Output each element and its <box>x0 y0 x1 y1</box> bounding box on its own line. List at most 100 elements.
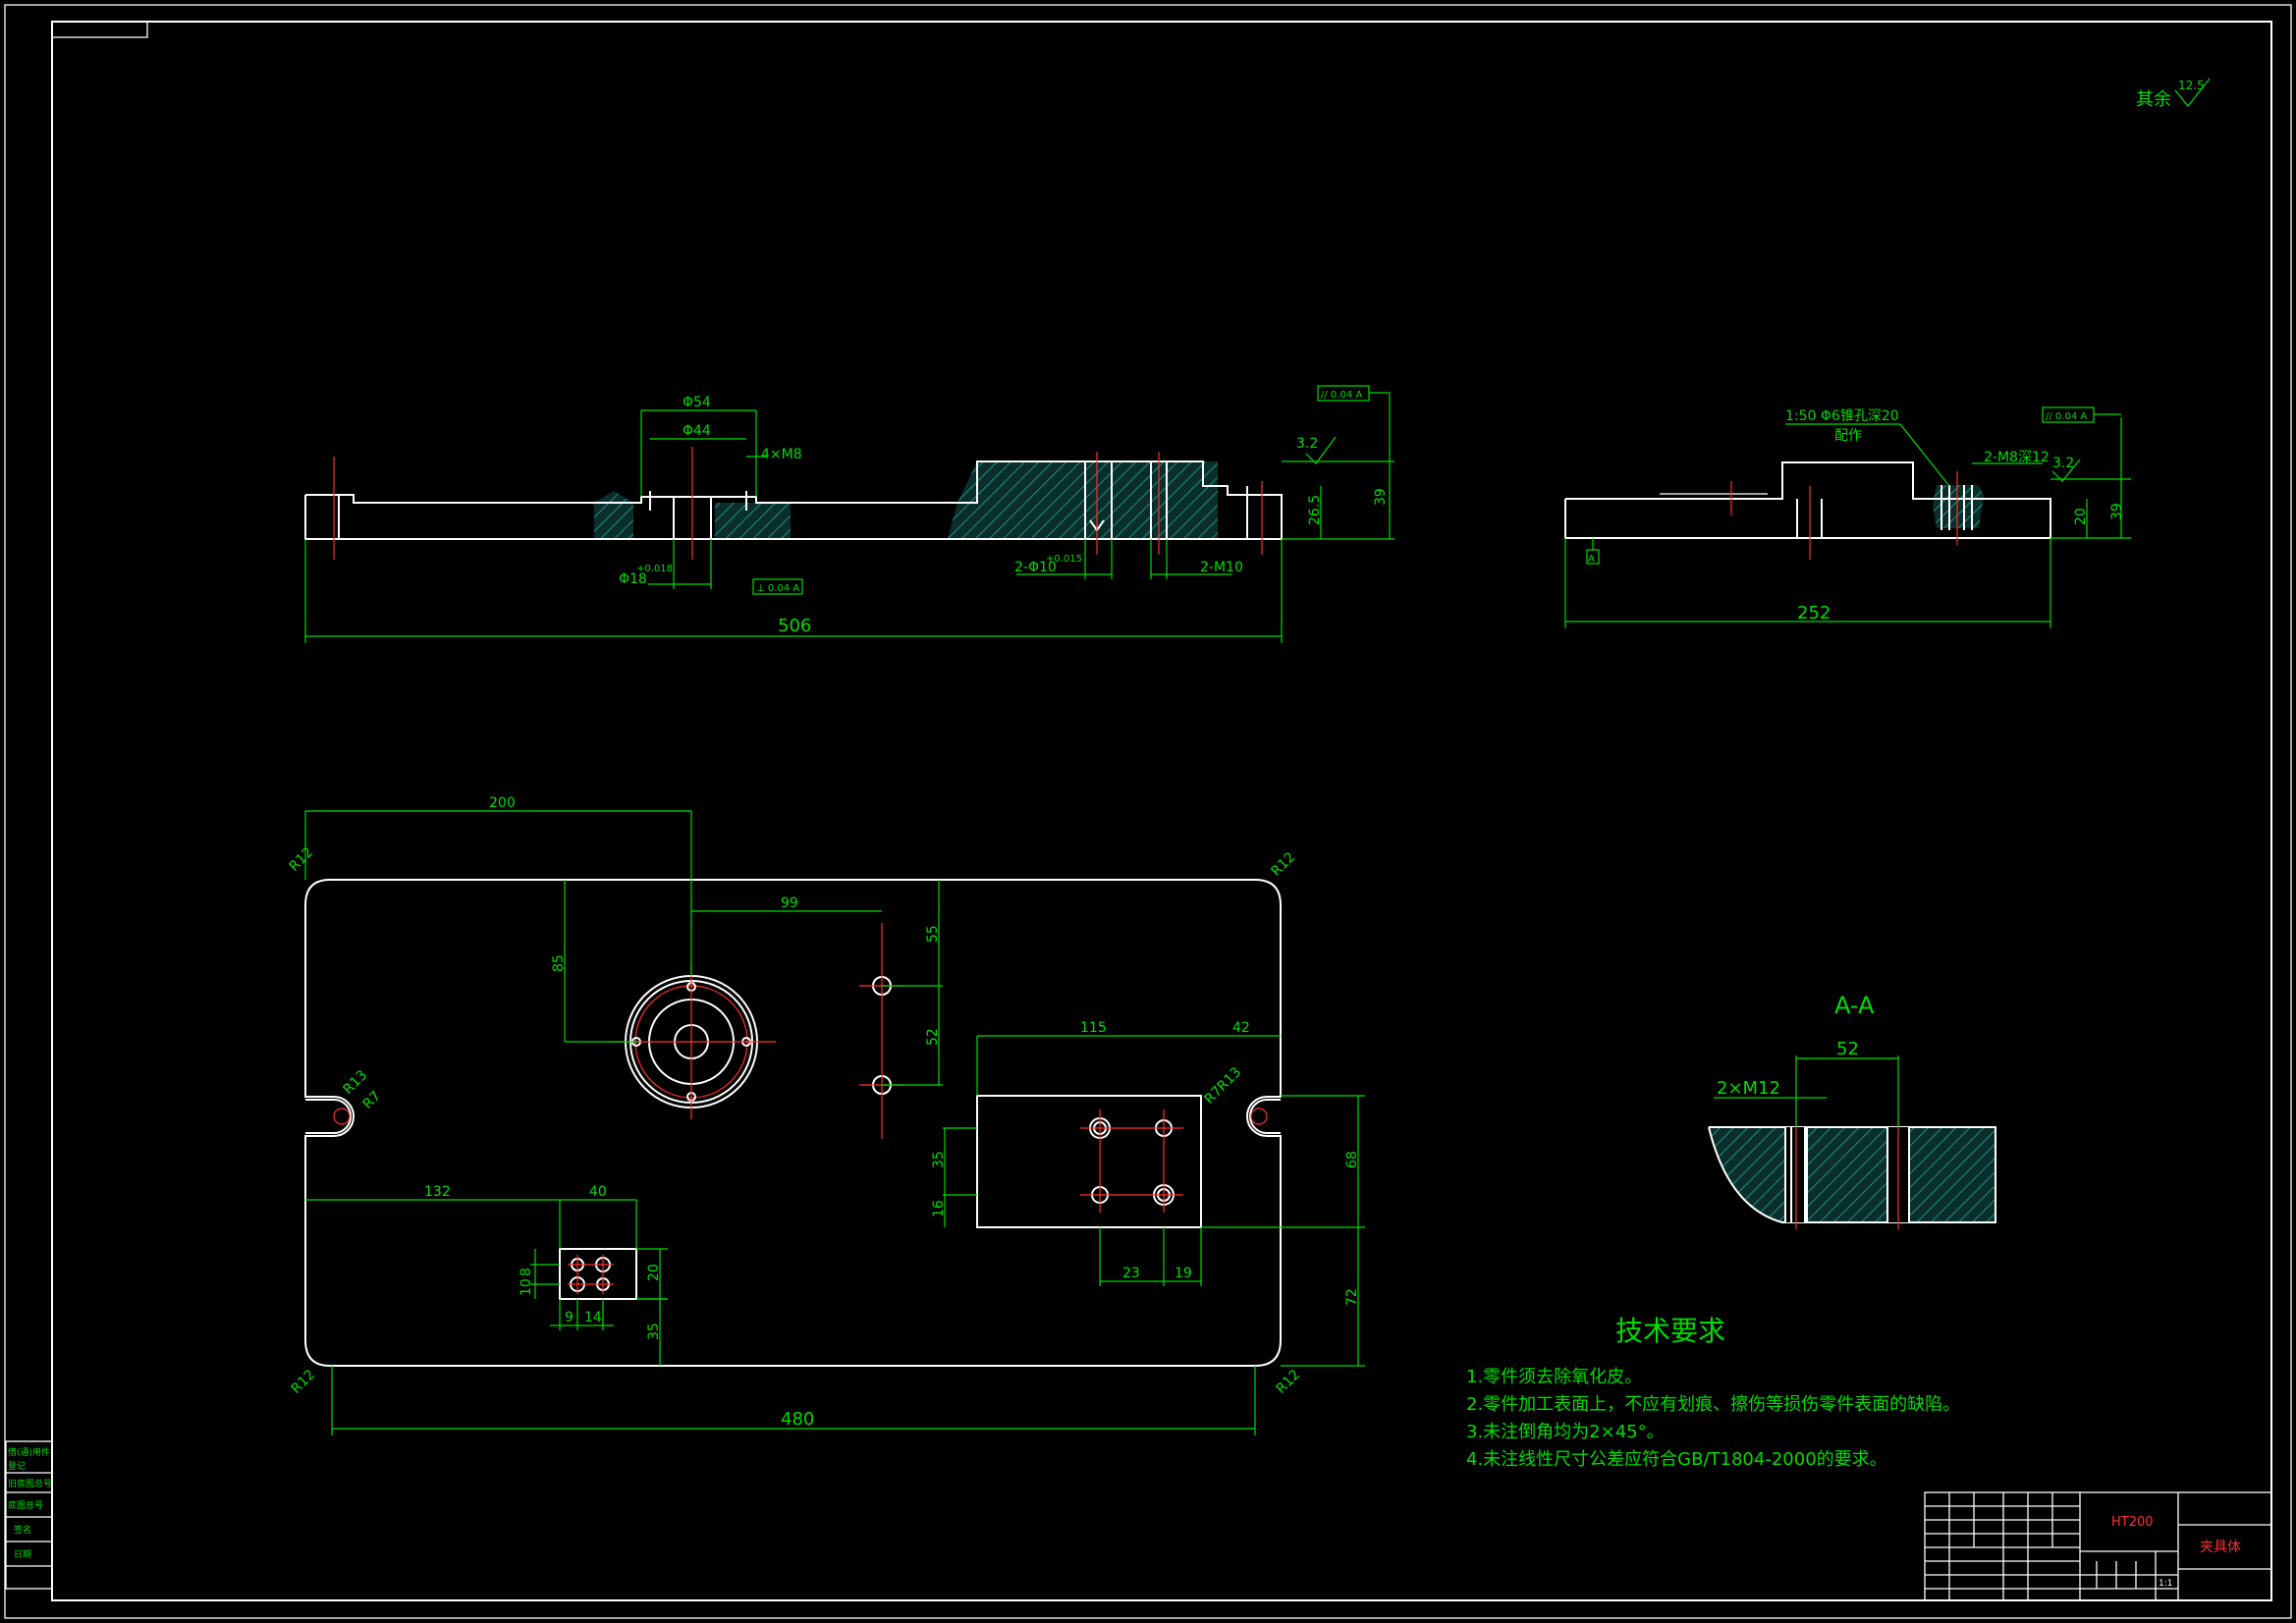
dim-40: 40 <box>589 1184 607 1200</box>
front-outline <box>304 460 1283 540</box>
dim-phi44: Φ44 <box>683 423 711 439</box>
dim-10: 10 <box>519 1278 534 1296</box>
top-view: 200 99 85 55 52 115 42 35 16 68 72 23 19 <box>287 795 1365 1435</box>
side-table-cell-1: 借(通)用件 <box>8 1446 50 1458</box>
left-slot-inner <box>305 1099 352 1134</box>
radius-bl: R12 <box>289 1367 319 1397</box>
radius-r7-left: R7 <box>360 1088 384 1111</box>
dim-99: 99 <box>781 895 798 911</box>
dim-52: 52 <box>925 1028 941 1046</box>
radius-tl: R12 <box>287 844 317 875</box>
title-scale: 1:1 <box>2159 1579 2172 1589</box>
tech-req-item-2: 2.零件加工表面上，不应有划痕、擦伤等损伤零件表面的缺陷。 <box>1466 1394 1960 1415</box>
front-view: 506 Φ54 Φ44 4×M8 Φ18 +0.018 ⊥ 0.04 A 2-Φ… <box>304 385 1394 643</box>
datum-a-label: A <box>1588 554 1595 565</box>
section-dim-thread: 2×M12 <box>1717 1078 1780 1099</box>
dim-9: 9 <box>565 1310 574 1325</box>
dim-14: 14 <box>584 1310 602 1325</box>
section-dim-52: 52 <box>1836 1039 1859 1059</box>
tol-frame-parallel-text: // 0.04 A <box>1321 390 1362 401</box>
dim-phi54: Φ54 <box>683 395 711 410</box>
dim-35: 35 <box>931 1151 947 1168</box>
side-roughness-value: 3.2 <box>2052 456 2074 471</box>
tech-req-item-1: 1.零件须去除氧化皮。 <box>1466 1367 1642 1387</box>
front-roughness-value: 3.2 <box>1296 436 1318 452</box>
dim-19: 19 <box>1175 1266 1192 1281</box>
dim-bore-tol: +0.018 <box>636 564 673 574</box>
surface-finish-value: 12.5 <box>2178 79 2205 92</box>
front-roughness-symbol <box>1305 436 1337 464</box>
side-table-cell-3: 旧底图总号 <box>8 1478 52 1489</box>
dim-4xm8: 4×M8 <box>761 447 802 462</box>
right-slot-inner <box>1249 1099 1281 1134</box>
side-view: 252 1:50 Φ6锥孔深20 配作 2-M8深12 39 20 3.2 //… <box>1564 406 2131 628</box>
dim-55: 55 <box>925 925 941 943</box>
side-note-taper: 1:50 Φ6锥孔深20 <box>1785 408 1899 424</box>
side-hatch <box>1933 485 1984 528</box>
dim-68: 68 <box>1344 1151 1360 1168</box>
roughness-symbol <box>2174 78 2211 107</box>
side-tol-frame-text: // 0.04 A <box>2046 411 2087 422</box>
title-block: HT200 夹具体 1:1 <box>1924 1491 2272 1601</box>
pad-rect <box>976 1095 1202 1228</box>
radius-tr: R12 <box>1269 849 1299 880</box>
dim-200: 200 <box>489 795 516 811</box>
tech-req-item-3: 3.未注倒角均为2×45°。 <box>1466 1422 1665 1442</box>
dim-side-252: 252 <box>1797 603 1831 623</box>
dim-132: 132 <box>424 1184 451 1200</box>
front-hatch-left <box>594 491 791 538</box>
side-outline <box>1564 461 2051 539</box>
dim-72: 72 <box>1344 1288 1360 1306</box>
side-dim-thread: 2-M8深12 <box>1984 450 2050 465</box>
side-dim-20: 20 <box>2073 508 2089 525</box>
dim-85: 85 <box>551 954 567 972</box>
dim-16: 16 <box>931 1200 947 1217</box>
dim-23: 23 <box>1122 1266 1140 1281</box>
dim-8: 8 <box>519 1268 534 1276</box>
section-aa: A-A 52 2×M12 <box>1708 992 1996 1229</box>
dim-42: 42 <box>1232 1020 1250 1036</box>
dim-pin-2phi10: 2-Φ10 <box>1014 560 1057 575</box>
left-side-table: 借(通)用件 登记 旧底图总号 底图总号 签名 日期 <box>5 1440 53 1590</box>
tech-requirements: 技术要求 1.零件须去除氧化皮。 2.零件加工表面上，不应有划痕、擦伤等损伤零件… <box>1466 1315 1960 1470</box>
section-outline <box>1708 1126 1996 1223</box>
section-hatch <box>1709 1127 1995 1222</box>
side-table-cell-5: 签名 <box>14 1524 31 1536</box>
dim-115: 115 <box>1080 1020 1107 1036</box>
surface-finish-label: 其余 <box>2136 89 2171 110</box>
title-part-name: 夹具体 <box>2200 1540 2241 1555</box>
side-table-cell-6: 日期 <box>14 1549 31 1560</box>
radius-r13-left: R13 <box>341 1067 371 1098</box>
tech-req-item-4: 4.未注线性尺寸公差应符合GB/T1804-2000的要求。 <box>1466 1449 1887 1470</box>
outer-border <box>4 4 2292 1619</box>
side-note-fit: 配作 <box>1834 428 1862 444</box>
dim-20: 20 <box>646 1264 662 1281</box>
tech-req-title: 技术要求 <box>1615 1315 1725 1347</box>
side-roughness-symbol <box>2051 459 2081 482</box>
dim-height-265: 26.5 <box>1307 495 1323 525</box>
dim-bore-phi18: Φ18 <box>619 571 647 587</box>
top-left-tab <box>52 22 148 38</box>
tol-frame-perp-text: ⊥ 0.04 A <box>756 583 799 594</box>
side-dim-39: 39 <box>2109 503 2125 520</box>
section-title: A-A <box>1834 992 1875 1019</box>
dim-height-39: 39 <box>1373 488 1389 506</box>
dim-35b: 35 <box>646 1323 662 1340</box>
dim-pin-tol: +0.015 <box>1046 554 1082 565</box>
side-table-cell-2: 登记 <box>8 1461 26 1472</box>
dim-480: 480 <box>781 1409 814 1430</box>
dim-2m10: 2-M10 <box>1200 560 1243 575</box>
radius-br: R12 <box>1274 1367 1304 1397</box>
front-hatch-right <box>948 461 1218 538</box>
plate-outline <box>304 879 1282 1367</box>
surface-finish-note: 其余 12.5 <box>2136 78 2211 110</box>
boss <box>609 962 776 1119</box>
tol-frame-perp <box>752 578 803 595</box>
datum-a-box <box>1586 549 1600 565</box>
small-block <box>559 1248 637 1300</box>
dim-overall-506: 506 <box>778 616 811 636</box>
inner-border <box>51 21 2272 1601</box>
side-table-cell-4: 底图总号 <box>8 1499 43 1511</box>
title-material: HT200 <box>2111 1515 2154 1530</box>
